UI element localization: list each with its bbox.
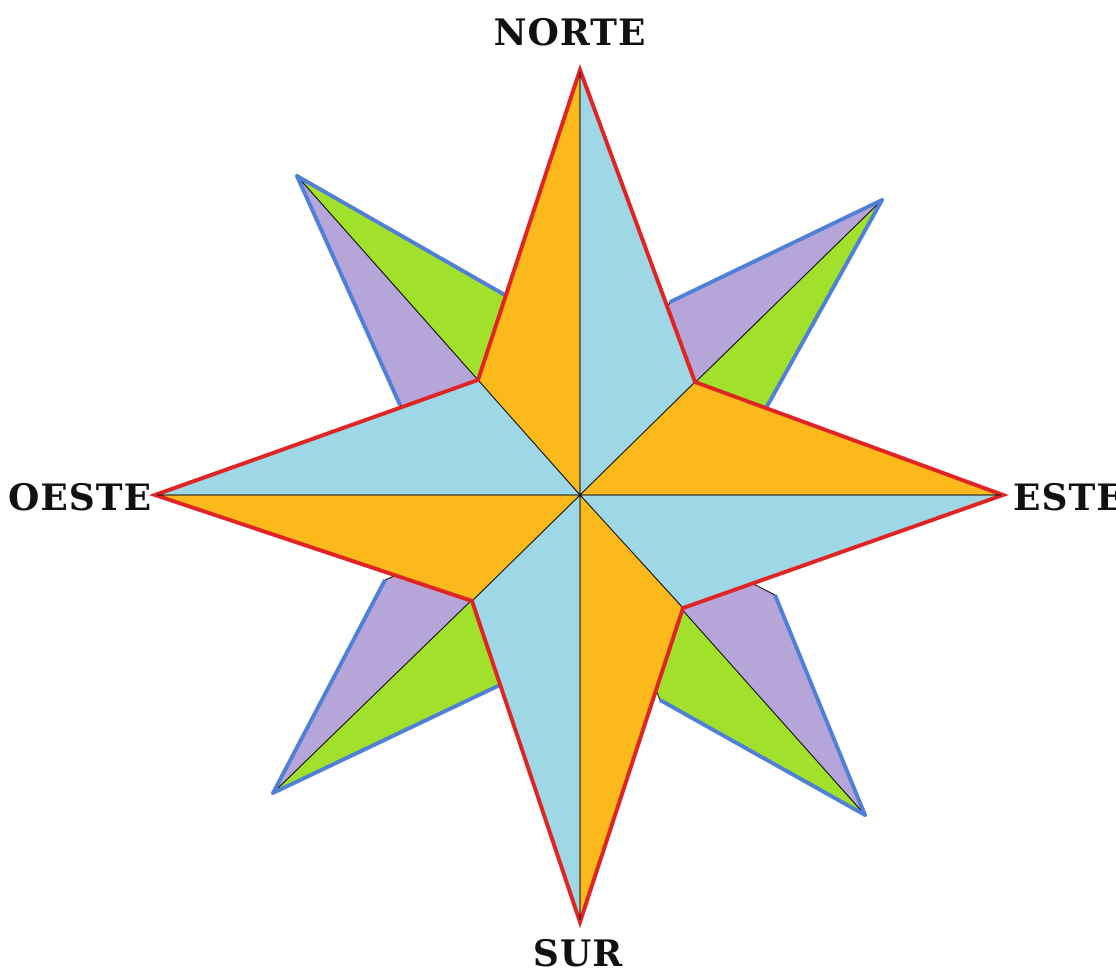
south-label: SUR (533, 933, 623, 974)
west-label: OESTE (8, 477, 152, 519)
north-label: NORTE (494, 12, 647, 54)
east-label: ESTE (1013, 477, 1116, 519)
